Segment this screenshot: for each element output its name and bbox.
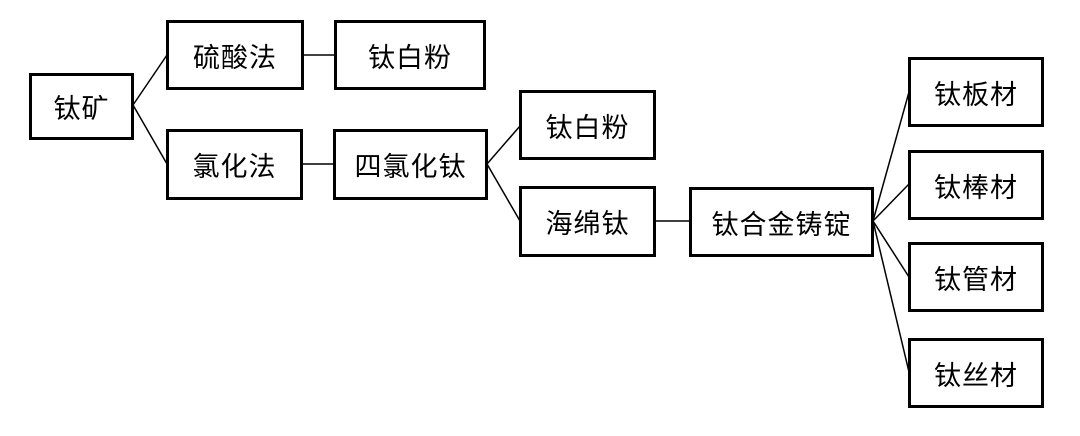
node-titanium-alloy-ingot: 钛合金铸锭 — [689, 187, 874, 257]
node-sulfuric-acid-process: 硫酸法 — [166, 20, 304, 90]
node-titanium-wire: 钛丝材 — [908, 338, 1044, 408]
connector-ticl4-sponge — [486, 163, 521, 222]
node-titanium-ore: 钛矿 — [29, 73, 134, 140]
node-titanium-tetrachloride: 四氯化钛 — [333, 129, 488, 200]
node-titanium-tube: 钛管材 — [908, 242, 1044, 312]
connector-ingot-rod — [872, 183, 910, 222]
node-titanium-white-powder-2: 钛白粉 — [519, 90, 656, 160]
connector-ingot-wire — [872, 220, 910, 373]
connector-ingot-tube — [872, 220, 910, 278]
node-titanium-rod: 钛棒材 — [908, 150, 1044, 220]
node-chlorination-process: 氯化法 — [166, 129, 303, 200]
connector-ore-sulfuric — [132, 54, 168, 106]
connector-ingot-plate — [872, 91, 910, 222]
node-sponge-titanium: 海绵钛 — [519, 186, 656, 257]
node-titanium-plate: 钛板材 — [908, 57, 1044, 127]
connector-ticl4-white-powder — [486, 125, 521, 165]
node-titanium-white-powder-1: 钛白粉 — [334, 20, 486, 90]
connector-ore-chlorination — [132, 104, 168, 165]
